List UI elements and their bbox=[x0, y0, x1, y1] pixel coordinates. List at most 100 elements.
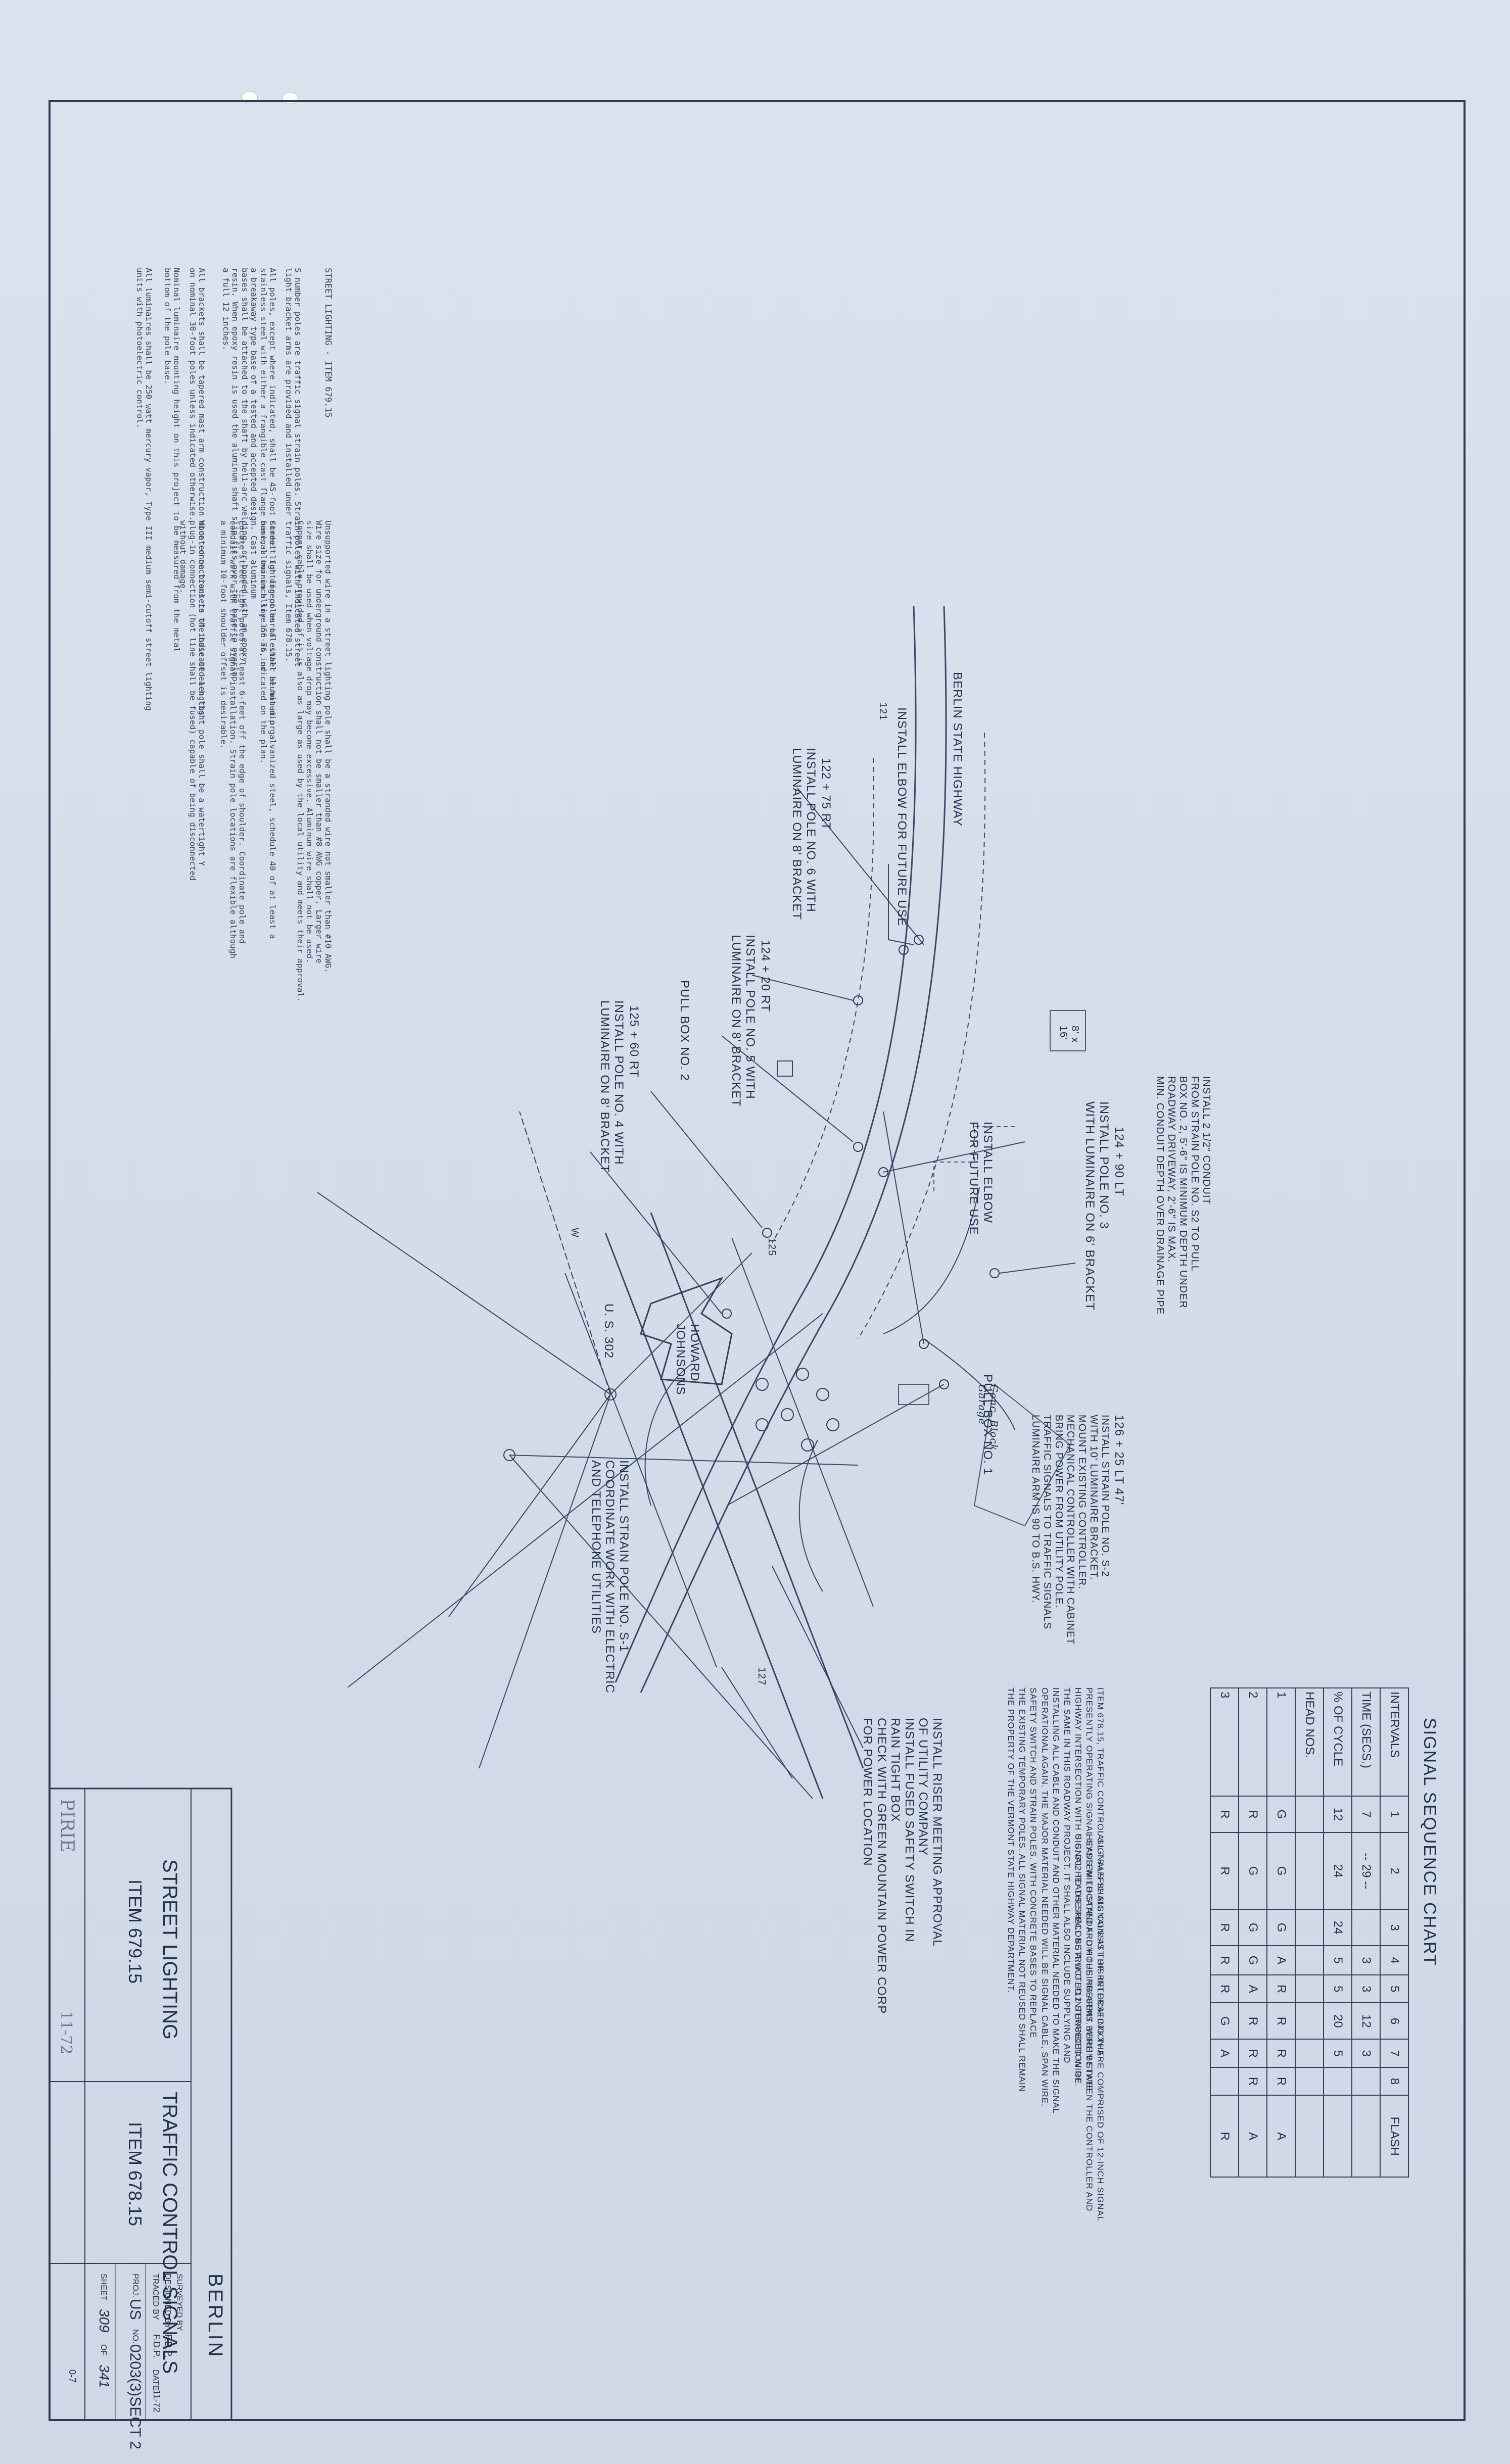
of-value: 341 bbox=[97, 2364, 112, 2388]
signal-table-cell: R bbox=[1239, 2067, 1267, 2096]
signal-table-row-header: INTERVALS bbox=[1380, 1688, 1408, 1796]
signal-table-cell: G bbox=[1239, 1909, 1267, 1946]
signal-table-cell: 1 bbox=[1380, 1796, 1408, 1832]
signal-table-cell bbox=[1295, 2003, 1324, 2040]
signal-table-cell bbox=[1295, 1909, 1324, 1946]
signal-table-cell: 3 bbox=[1380, 1909, 1408, 1946]
conduit-note: INSTALL 2 1/2" CONDUIT FROM STRAIN POLE … bbox=[1154, 1076, 1212, 1315]
proj-value: US bbox=[127, 2299, 144, 2320]
signal-table-cell: G bbox=[1239, 1946, 1267, 1975]
date-value: 11-72 bbox=[152, 2390, 162, 2412]
signal-table-cell bbox=[1324, 2067, 1352, 2096]
title-item-678: ITEM 678.15 bbox=[125, 2122, 146, 2227]
signal-table-cell: G bbox=[1267, 1832, 1295, 1910]
signal-table-cell: R bbox=[1210, 2095, 1239, 2177]
signal-table-cell: R bbox=[1210, 1832, 1239, 1910]
signal-table-cell: 24 bbox=[1324, 1832, 1352, 1910]
strain-s2-label: INSTALL STRAIN POLE NO. S-2 WITH 10' LUM… bbox=[1030, 1415, 1111, 1645]
signal-table-cell bbox=[1352, 1909, 1380, 1946]
signal-table-cell bbox=[1210, 2067, 1239, 2096]
pole6-station-label: 122 + 75 RT bbox=[819, 758, 833, 831]
signal-table-cell: A bbox=[1239, 1974, 1267, 2003]
signal-table-cell: 3 bbox=[1352, 1974, 1380, 2003]
pole3-label: INSTALL POLE NO. 3 WITH LUMINAIRE ON 6' … bbox=[1083, 1101, 1111, 1311]
handwritten-note: Conc. Block Garage bbox=[976, 1384, 1000, 1451]
existing-box-label: 8' x 16' bbox=[1058, 1026, 1080, 1043]
notes-paragraph: Wire connections in the base of each lig… bbox=[178, 520, 207, 881]
signal-table-cell: R bbox=[1239, 2003, 1267, 2040]
station-121-label: 121 bbox=[877, 702, 888, 721]
signal-table-cell: 4 bbox=[1380, 1946, 1408, 1975]
signal-table-cell bbox=[1324, 2095, 1352, 2177]
howard-johnsons-label: HOWARD JOHNSONS bbox=[674, 1324, 701, 1395]
signal-table-cell: 12 bbox=[1324, 1796, 1352, 1832]
traced-by: TRACED BY bbox=[151, 2274, 160, 2320]
us-302-label: U. S. 302 bbox=[602, 1303, 616, 1359]
signal-table-cell: R bbox=[1239, 1796, 1267, 1832]
signal-table-row-header: 2 bbox=[1239, 1688, 1267, 1796]
signal-table-cell: A bbox=[1239, 2095, 1267, 2177]
title-traffic-control: TRAFFIC CONTROL SIGNALS bbox=[159, 2092, 181, 2374]
signal-table-row-header: 3 bbox=[1210, 1688, 1239, 1796]
signature-name: PIRIE bbox=[57, 1799, 77, 1853]
signal-table-cell: 5 bbox=[1324, 1946, 1352, 1975]
install-elbow-2-label: INSTALL ELBOW FOR FUTURE USE bbox=[967, 1122, 995, 1235]
signal-table-cell bbox=[1295, 1974, 1324, 2003]
signal-table-cell bbox=[1295, 1832, 1324, 1910]
signal-table-cell bbox=[1295, 2067, 1324, 2096]
signal-table-cell: 20 bbox=[1324, 2003, 1352, 2040]
signal-table-cell bbox=[1352, 2095, 1380, 2177]
notes-paragraph: All luminaires shall be 250 watt mercury… bbox=[134, 268, 154, 711]
pole4-label: INSTALL POLE NO. 4 WITH LUMINAIRE ON 8' … bbox=[598, 1000, 626, 1173]
signal-table-cell: 2 bbox=[1380, 1832, 1408, 1910]
signal-chart-title: SIGNAL SEQUENCE CHART bbox=[1420, 1718, 1439, 1966]
signature-date: 11-72 bbox=[57, 2011, 75, 2055]
signal-table-cell: 12 bbox=[1352, 2003, 1380, 2040]
notes-paragraph: Locate street light poles at least 6-fee… bbox=[219, 520, 247, 958]
no-label: NO. bbox=[131, 2329, 139, 2344]
surveyed-by: SURVEYED BY bbox=[175, 2274, 183, 2331]
pole3-station-label: 124 + 90 LT bbox=[1112, 1127, 1126, 1196]
signal-table-cell: 6 bbox=[1380, 2003, 1408, 2040]
signal-table-cell: 7 bbox=[1352, 1796, 1380, 1832]
signal-table-cell bbox=[1295, 2095, 1324, 2177]
notes-paragraph: Unsupported wire in a street lighting po… bbox=[295, 520, 333, 1002]
signal-table-cell: R bbox=[1267, 2003, 1295, 2040]
designed-by-value: F.D.P. bbox=[163, 2334, 173, 2358]
pole5-label: INSTALL POLE NO. 5 WITH LUMINAIRE ON 8' … bbox=[729, 935, 757, 1107]
sheet-label: SHEET bbox=[99, 2274, 108, 2301]
date-label: DATE bbox=[151, 2370, 160, 2391]
sheet-value: 309 bbox=[97, 2309, 112, 2333]
signal-table-cell: 24 bbox=[1324, 1909, 1352, 1946]
stamp-code: 0-7 bbox=[67, 2370, 77, 2383]
signal-table-cell: A bbox=[1210, 2039, 1239, 2067]
signal-table-cell: A bbox=[1267, 2095, 1295, 2177]
notes-heading: STREET LIGHTING - ITEM 679.15 bbox=[323, 268, 333, 418]
of-label: OF bbox=[99, 2344, 108, 2356]
station-125-label: 125 bbox=[766, 1238, 777, 1257]
signal-table-cell bbox=[1295, 1796, 1324, 1832]
signal-table-cell: G bbox=[1210, 2003, 1239, 2040]
riser-note: INSTALL RISER MEETING APPROVAL OF UTILIT… bbox=[861, 1718, 944, 2014]
signal-table-row-header: 1 bbox=[1267, 1688, 1295, 1796]
signal-table-cell: 8 bbox=[1380, 2067, 1408, 2096]
signal-table-cell: FLASH bbox=[1380, 2095, 1408, 2177]
signal-table-cell: 5 bbox=[1324, 1974, 1352, 2003]
signal-table-cell: 5 bbox=[1380, 1974, 1408, 2003]
signal-table-cell bbox=[1295, 1946, 1324, 1975]
no-value: 0203(3)SECT 2 bbox=[127, 2344, 144, 2449]
traced-by-value: F.D.P. bbox=[152, 2334, 162, 2358]
signal-table-cell: R bbox=[1210, 1909, 1239, 1946]
signal-table-cell: R bbox=[1239, 2039, 1267, 2067]
signal-table-cell bbox=[1352, 2067, 1380, 2096]
title-item-679: ITEM 679.15 bbox=[125, 1879, 146, 1984]
signal-table-cell: 7 bbox=[1380, 2039, 1408, 2067]
